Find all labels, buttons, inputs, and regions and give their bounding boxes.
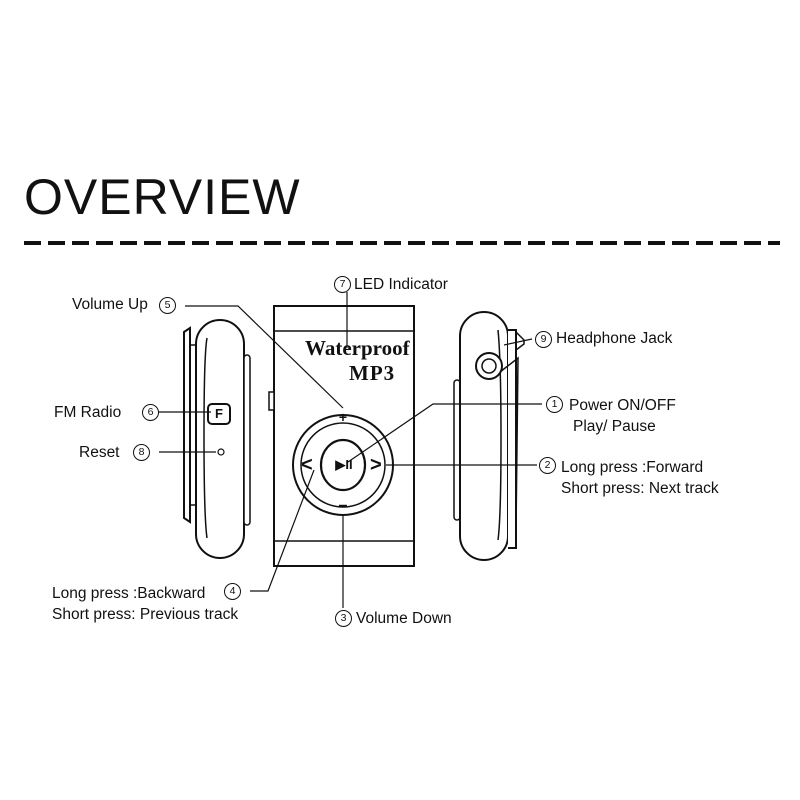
- brand-waterproof: Waterproof: [305, 336, 410, 360]
- label-headphone-jack: Headphone Jack: [556, 330, 673, 347]
- label-short-press-next: Short press: Next track: [561, 480, 719, 497]
- play-pause-button: [319, 438, 367, 492]
- fm-key-icon: [207, 403, 231, 425]
- headphone-jack-icon: [475, 352, 503, 380]
- control-wheel: [292, 414, 394, 516]
- callout-number-3: 3: [335, 610, 352, 627]
- callout-number-4: 4: [224, 583, 241, 600]
- label-short-press-previous: Short press: Previous track: [52, 606, 239, 623]
- label-play-pause: Play/ Pause: [573, 418, 656, 435]
- callout-number-7: 7: [334, 276, 351, 293]
- right-side-view: [453, 311, 525, 561]
- volume-down-button[interactable]: −: [338, 498, 348, 515]
- label-long-press-backward: Long press :Backward: [52, 585, 206, 602]
- label-power-on-off: Power ON/OFF: [569, 397, 676, 414]
- label-volume-up: Volume Up: [72, 296, 148, 313]
- play-pause-icon[interactable]: ▶II: [335, 457, 353, 472]
- leader-1: [347, 403, 542, 463]
- leader-lines: [158, 292, 542, 608]
- next-button[interactable]: >: [370, 454, 382, 476]
- leader-4: [250, 469, 315, 592]
- previous-button[interactable]: <: [301, 454, 313, 476]
- fm-key-label: F: [215, 406, 223, 421]
- callout-number-5: 5: [159, 297, 176, 314]
- page-title: OVERVIEW: [24, 169, 301, 225]
- left-side-view: [183, 319, 251, 559]
- label-volume-down: Volume Down: [356, 610, 452, 627]
- callout-number-1: 1: [546, 396, 563, 413]
- leader-5: [185, 305, 344, 409]
- callout-number-9: 9: [535, 331, 552, 348]
- brand-mp3: MP3: [349, 361, 396, 385]
- leader-9: [503, 338, 533, 346]
- callout-number-8: 8: [133, 444, 150, 461]
- label-reset: Reset: [79, 444, 120, 461]
- label-led-indicator: LED Indicator: [354, 276, 448, 293]
- reset-hole-icon: [217, 448, 225, 456]
- label-long-press-forward: Long press :Forward: [561, 459, 704, 476]
- callout-number-2: 2: [539, 457, 556, 474]
- callout-number-6: 6: [142, 404, 159, 421]
- label-fm-radio: FM Radio: [54, 404, 122, 421]
- volume-up-button[interactable]: +: [338, 409, 348, 425]
